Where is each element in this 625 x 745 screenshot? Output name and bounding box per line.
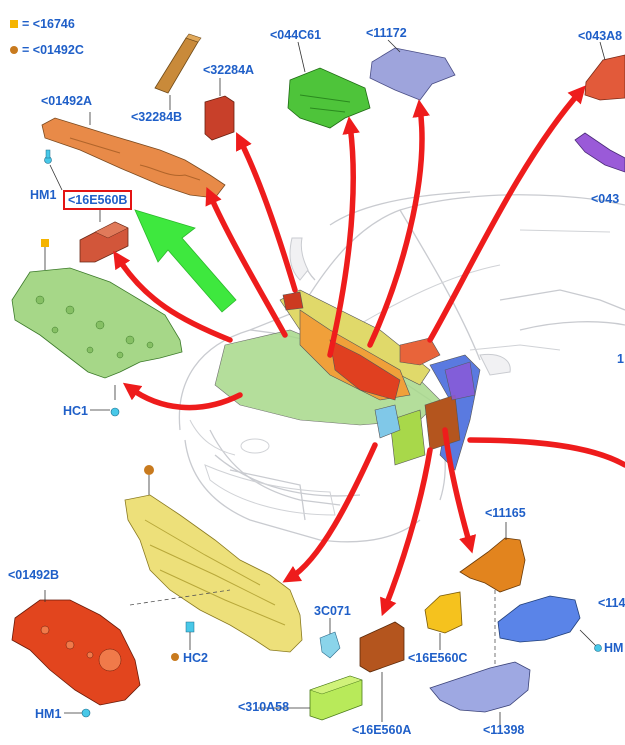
arrow-to-01492C — [282, 442, 378, 583]
part-01492C-ribs — [144, 519, 286, 626]
fastener-hm-right[interactable] — [579, 629, 602, 652]
arrow-to-044C61 — [327, 116, 360, 358]
vehicle-mirror — [289, 237, 511, 376]
label-044C61[interactable]: <044C61 — [270, 28, 322, 42]
installed-parts — [214, 289, 481, 471]
part-32284B[interactable] — [154, 37, 199, 94]
part-114-blue[interactable] — [497, 595, 581, 643]
fastener-hc2[interactable] — [171, 621, 195, 661]
arrow-to-043A8 — [427, 85, 586, 343]
legend-square-icon — [10, 20, 18, 28]
label-32284B[interactable]: <32284B — [131, 110, 183, 124]
arrow-to-32284A — [236, 132, 298, 293]
label-310A58[interactable]: <310A58 — [238, 700, 290, 714]
part-3C071[interactable] — [319, 618, 341, 659]
label-hm1-top[interactable]: HM1 — [30, 188, 57, 202]
part-01492B[interactable] — [11, 599, 141, 706]
part-01492A[interactable] — [41, 117, 226, 199]
label-11165[interactable]: <11165 — [485, 506, 526, 520]
label-hm1-bottom[interactable]: HM1 — [35, 707, 62, 721]
fastener-hc1[interactable] — [90, 385, 120, 417]
part-043A8[interactable] — [584, 54, 625, 101]
green-highlight-arrow — [134, 209, 237, 313]
legend-square-entry: = <16746 — [10, 17, 75, 31]
label-16E560C[interactable]: <16E560C — [408, 651, 468, 665]
legend-circle-text: = <01492C — [22, 43, 84, 57]
part-043-purple[interactable] — [574, 132, 625, 173]
label-leaders — [44, 39, 606, 709]
legend-circle-icon — [10, 46, 18, 54]
label-16E560A[interactable]: <16E560A — [352, 723, 412, 737]
label-hm-right[interactable]: HM — [604, 641, 624, 655]
label-11172[interactable]: <11172 — [366, 26, 407, 40]
label-hc1[interactable]: HC1 — [63, 404, 89, 418]
part-310A58-top — [309, 675, 363, 695]
legend-square-text: = <16746 — [22, 17, 75, 31]
label-32284A[interactable]: <32284A — [203, 63, 255, 77]
part-01492B-detail — [40, 625, 122, 672]
label-hc2[interactable]: HC2 — [183, 651, 209, 665]
part-11165[interactable] — [459, 537, 526, 593]
part-16E560A[interactable] — [359, 621, 405, 673]
part-32284B-face — [185, 33, 202, 43]
part-01492A-detail — [139, 164, 201, 181]
arrow-to-16746 — [122, 382, 243, 411]
arrow-to-11172 — [367, 99, 430, 348]
label-partial-1: 1 — [617, 352, 624, 366]
label-3C071[interactable]: 3C071 — [314, 604, 351, 618]
part-01492A-detail-2 — [69, 137, 121, 154]
label-11398[interactable]: <11398 — [483, 723, 525, 737]
legend-square-marker — [41, 239, 49, 247]
arrow-to-16E560A — [380, 447, 433, 617]
fastener-hm1-top[interactable] — [44, 149, 63, 191]
part-16746-holes — [35, 295, 154, 359]
label-043A8[interactable]: <043A8 — [578, 29, 623, 43]
arrow-to-right — [467, 437, 625, 468]
part-01492C[interactable] — [124, 494, 303, 653]
arrow-to-16E560B — [113, 250, 233, 343]
label-043-lower[interactable]: <043 — [591, 192, 620, 206]
legend-circle-marker — [144, 465, 154, 475]
vehicle-grille — [189, 229, 611, 516]
part-044C61[interactable] — [287, 67, 371, 129]
dashed-leader-01492C — [129, 589, 231, 606]
part-11398[interactable] — [429, 661, 531, 713]
arrow-to-11165 — [442, 427, 477, 554]
part-16E560B-top — [94, 221, 129, 239]
part-16E560C[interactable] — [424, 591, 463, 634]
label-114-right[interactable]: <114 — [598, 596, 625, 610]
part-32284A[interactable] — [204, 95, 235, 141]
label-01492B[interactable]: <01492B — [8, 568, 60, 582]
assembly-arrows — [113, 85, 625, 617]
legend-circle-entry: = <01492C — [10, 43, 84, 57]
arrow-to-01492A — [205, 186, 288, 338]
part-044C61-ridge — [299, 94, 351, 113]
fastener-hm1-bottom[interactable] — [64, 708, 91, 718]
part-11172[interactable] — [369, 47, 456, 101]
label-01492A[interactable]: <01492A — [41, 94, 93, 108]
label-16E560B-highlighted[interactable]: <16E560B — [63, 190, 133, 210]
